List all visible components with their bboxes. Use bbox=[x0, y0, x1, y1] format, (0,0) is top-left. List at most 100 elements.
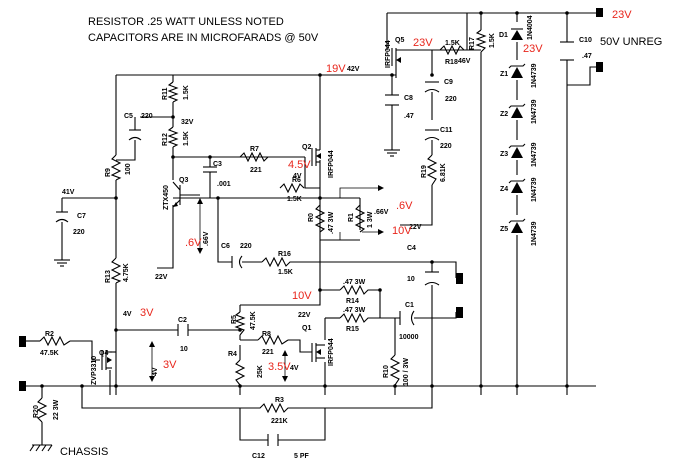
voltage-red-q3-base: .6V bbox=[185, 237, 202, 249]
r8-ref: R8 bbox=[262, 331, 271, 338]
c12-ref: C12 bbox=[252, 453, 265, 460]
q4-part: ZVP3310 bbox=[91, 356, 98, 385]
resistor-r18 bbox=[432, 44, 481, 56]
c7-value: 220 bbox=[73, 229, 85, 236]
q2-part: IRFP044 bbox=[328, 150, 335, 178]
capacitor-c12 bbox=[267, 434, 279, 446]
z5-part: 1N4739 bbox=[531, 221, 538, 246]
voltage-32v: 32V bbox=[181, 119, 194, 126]
z3-ref: Z3 bbox=[500, 151, 508, 158]
r9-ref: R9 bbox=[105, 168, 112, 177]
r2-ref: R2 bbox=[45, 331, 54, 338]
transistor-q3 bbox=[172, 181, 200, 208]
resistor-r20 bbox=[36, 397, 48, 423]
voltage-22v-mid: 22V bbox=[298, 312, 311, 319]
wire-r3-right bbox=[330, 395, 433, 409]
resistor-r1 bbox=[354, 204, 366, 233]
wire-c12-left bbox=[239, 408, 268, 441]
measure-arrow-r1 bbox=[339, 185, 384, 240]
capacitor-c9 bbox=[424, 81, 440, 93]
r14-value: .47 3W bbox=[343, 279, 366, 286]
r9-value: 100 bbox=[125, 163, 132, 175]
wire-r2-q4 bbox=[70, 340, 100, 361]
capacitor-c11 bbox=[424, 129, 440, 141]
r14-ref: R14 bbox=[346, 298, 359, 305]
resistor-r14 bbox=[339, 284, 372, 296]
voltage-red-q2-gate: 4.5V bbox=[288, 159, 311, 171]
terminal-out-lower bbox=[456, 307, 463, 318]
capacitor-c1 bbox=[399, 310, 415, 326]
zener-z2 bbox=[508, 103, 526, 118]
note-resistor-wattage: RESISTOR .25 WATT UNLESS NOTED bbox=[88, 16, 284, 28]
q5-ref: Q5 bbox=[395, 37, 404, 44]
ground-symbol-c7 bbox=[54, 259, 70, 267]
r7-ref: R7 bbox=[250, 146, 259, 153]
resistor-r10 bbox=[389, 354, 401, 386]
supply-label: 50V UNREG bbox=[600, 36, 662, 48]
junction-dots bbox=[40, 11, 569, 388]
terminal-unreg bbox=[596, 62, 603, 72]
z1-part: 1N4739 bbox=[531, 63, 538, 88]
c5-value: 220 bbox=[141, 113, 153, 120]
voltage-4v-q1: 4V bbox=[290, 365, 299, 372]
z2-part: 1N4739 bbox=[531, 99, 538, 124]
c12-value: 5 PF bbox=[294, 453, 310, 460]
voltage-22v-left: 22V bbox=[155, 274, 168, 281]
zener-z3 bbox=[508, 143, 526, 158]
resistor-r19 bbox=[426, 154, 438, 186]
r15-value: .47 3W bbox=[343, 307, 366, 314]
c1-value: 10000 bbox=[399, 334, 419, 341]
voltage-4v-left: 4V bbox=[123, 311, 132, 318]
c7-ref: C7 bbox=[77, 213, 86, 220]
r20-ref: R20 bbox=[33, 405, 40, 418]
resistor-r12 bbox=[167, 126, 179, 148]
c2-value: 10 bbox=[180, 346, 188, 353]
r10-ref: R10 bbox=[383, 365, 390, 378]
capacitor-c2 bbox=[177, 324, 189, 336]
resistor-r4 bbox=[234, 359, 246, 386]
r19-ref: R19 bbox=[421, 165, 428, 178]
r11-value: 1.5K bbox=[183, 85, 190, 100]
c3-value: .001 bbox=[217, 181, 231, 188]
c11-ref: C11 bbox=[440, 127, 453, 134]
wire-r3-left bbox=[81, 386, 230, 409]
measure-arrow-q3 bbox=[197, 198, 203, 254]
c8-ref: C8 bbox=[404, 95, 413, 102]
q3-ref: Q3 bbox=[179, 177, 188, 184]
z2-ref: Z2 bbox=[500, 111, 508, 118]
capacitor-c5 bbox=[128, 129, 142, 141]
r17-ref: R17 bbox=[469, 37, 476, 50]
transistor-q2 bbox=[311, 148, 321, 166]
r16-ref: R16 bbox=[278, 251, 291, 258]
voltage-066-b: .66V bbox=[374, 209, 389, 216]
wire-c5-bottom bbox=[116, 140, 136, 161]
resistor-r17 bbox=[475, 29, 487, 53]
r20-value: 22 3W bbox=[53, 399, 60, 420]
q1-part: IRFP044 bbox=[328, 338, 335, 366]
c10-ref: C10 bbox=[579, 37, 592, 44]
voltage-red-q5-out: 23V bbox=[413, 37, 433, 49]
terminal-ground bbox=[19, 381, 26, 391]
r0-value: .47 3W bbox=[328, 211, 335, 234]
capacitor-c10 bbox=[560, 41, 574, 61]
resistor-r3 bbox=[230, 402, 330, 414]
voltage-41v: 41V bbox=[62, 189, 75, 196]
diode-d1 bbox=[511, 28, 523, 40]
z4-ref: Z4 bbox=[500, 186, 508, 193]
voltage-46v: 46V bbox=[458, 58, 471, 65]
c6-ref: C6 bbox=[221, 243, 230, 250]
c9-ref: C9 bbox=[444, 79, 453, 86]
terminal-out-upper bbox=[456, 273, 463, 284]
r1-ref: R1 bbox=[348, 213, 355, 222]
wire-c1-right bbox=[414, 312, 457, 319]
r18-value: 1.5K bbox=[445, 40, 460, 47]
voltage-red-zener: 23V bbox=[523, 43, 543, 55]
r12-value: 1.5K bbox=[183, 131, 190, 146]
d1-part: 1N4004 bbox=[527, 15, 534, 40]
resistor-r9 bbox=[110, 154, 122, 181]
r5-value: 47.5K bbox=[250, 311, 257, 330]
r16-value: 1.5K bbox=[278, 269, 293, 276]
r15-ref: R15 bbox=[346, 326, 359, 333]
resistor-r0 bbox=[314, 204, 326, 233]
chassis-ground-symbol bbox=[29, 444, 53, 452]
